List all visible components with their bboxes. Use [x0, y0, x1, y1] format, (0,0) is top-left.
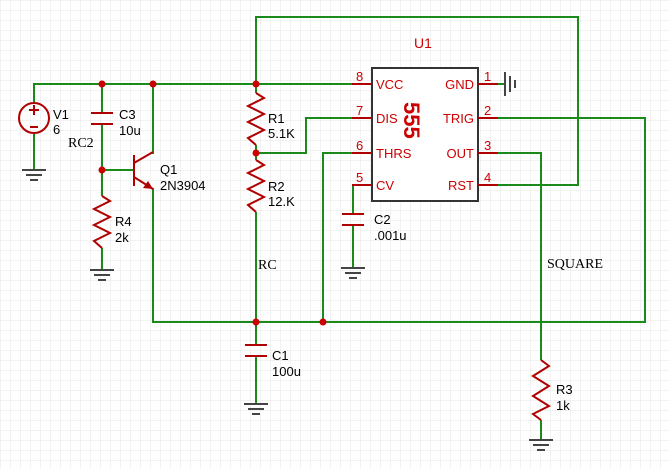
r4-ref: R4	[115, 214, 132, 229]
ground-v1-icon	[22, 169, 46, 181]
ic-body	[371, 67, 479, 202]
resistor-r3[interactable]: R3 1k	[531, 359, 573, 421]
resistor-r1[interactable]: R1 5.1K	[245, 92, 295, 146]
ground-c1-icon	[244, 403, 268, 415]
q1-value: 2N3904	[160, 178, 206, 193]
junction-dot	[252, 149, 260, 157]
ground-r4-icon	[90, 269, 114, 281]
resistor-r4[interactable]: R4 2k	[91, 195, 132, 249]
c1-ref: C1	[272, 348, 289, 363]
wire-rst-loop[interactable]	[255, 16, 579, 186]
junction-dot	[98, 166, 106, 174]
r3-ref: R3	[556, 382, 573, 397]
c2-value: .001u	[374, 228, 407, 243]
pin-number: 5	[356, 170, 363, 185]
ground-c2-icon	[341, 267, 365, 279]
r1-ref: R1	[268, 111, 285, 126]
pin-name: THRS	[376, 146, 412, 161]
ic-part-number: 555	[399, 102, 424, 139]
capacitor-c2[interactable]: C2 .001u	[342, 212, 407, 243]
c3-value: 10u	[119, 123, 141, 138]
pin-number: 8	[356, 69, 363, 84]
junction-dot	[98, 80, 106, 88]
resistor-zigzag	[91, 195, 113, 249]
pin-number: 3	[484, 138, 491, 153]
c1-value: 100u	[272, 364, 301, 379]
pin-name: RST	[448, 178, 474, 193]
transistor-q1[interactable]: Q1 2N3904	[133, 151, 206, 193]
pin-name: DIS	[376, 111, 398, 126]
ground-ic-icon	[504, 72, 516, 96]
net-label-rc2: RC2	[68, 136, 94, 151]
net-label-square: SQUARE	[547, 257, 603, 272]
ic-ref: U1	[414, 35, 432, 51]
wire-q1-emitter[interactable]	[152, 117, 646, 323]
v1-ref: V1	[53, 107, 69, 122]
emitter-arrow-icon	[143, 181, 153, 189]
junctions	[98, 80, 327, 326]
v1-value: 6	[53, 122, 60, 137]
r3-value: 1k	[556, 398, 570, 413]
resistor-zigzag	[531, 359, 552, 421]
resistor-zigzag	[245, 159, 267, 213]
wire-out[interactable]	[478, 152, 542, 360]
junction-dot	[252, 318, 260, 326]
pin-name: CV	[376, 178, 394, 193]
c3-ref: C3	[119, 107, 136, 122]
pin-name: TRIG	[443, 111, 474, 126]
voltage-source-v1[interactable]: V1 6	[18, 102, 69, 137]
r2-value: 12.K	[268, 194, 295, 209]
junction-dot	[252, 80, 260, 88]
pin-number: 7	[356, 103, 363, 118]
resistor-zigzag	[245, 92, 267, 146]
junction-dot	[319, 318, 327, 326]
transistor-collector-leg	[133, 151, 154, 164]
r1-value: 5.1K	[268, 126, 295, 141]
ground-r3-icon	[529, 439, 553, 451]
pin-number: 1	[484, 69, 491, 84]
wire-dis[interactable]	[256, 117, 372, 154]
r4-value: 2k	[115, 230, 129, 245]
pin-number: 6	[356, 138, 363, 153]
net-label-rc: RC	[258, 258, 277, 273]
pin-name: VCC	[376, 77, 403, 92]
pin-name: OUT	[447, 146, 475, 161]
pin-number: 2	[484, 103, 491, 118]
pin-number: 4	[484, 170, 491, 185]
capacitor-c3[interactable]: C3 10u	[91, 107, 141, 138]
junction-dot	[149, 80, 157, 88]
q1-ref: Q1	[160, 162, 177, 177]
source-body	[18, 102, 50, 134]
wires	[33, 16, 646, 440]
resistor-r2[interactable]: R2 12.K	[245, 159, 295, 213]
r2-ref: R2	[268, 179, 285, 194]
c2-ref: C2	[374, 212, 391, 227]
ic-555-u1[interactable]: U1 555 8 VCC 7 DIS 6 THRS 5 CV 1 GND 2 T…	[352, 35, 498, 202]
capacitor-c1[interactable]: C1 100u	[245, 344, 301, 379]
pin-name: GND	[445, 77, 474, 92]
